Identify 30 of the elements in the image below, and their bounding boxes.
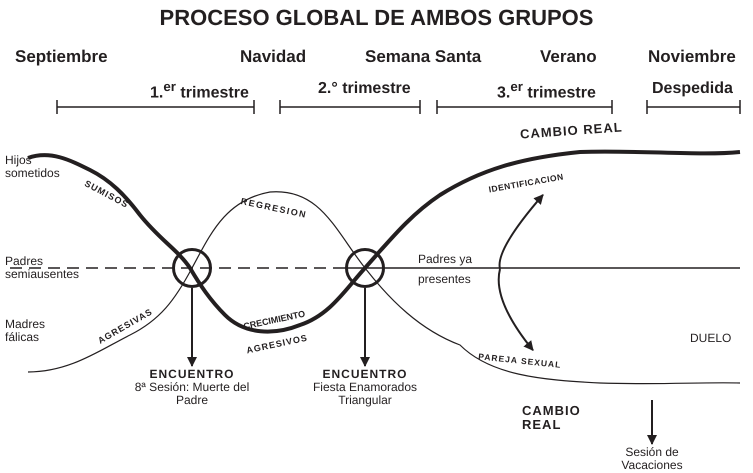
month-label: Verano — [540, 48, 597, 67]
event-caption: Sesión de Vacaciones — [612, 446, 692, 472]
event-heading: ENCUENTRO — [148, 368, 236, 382]
arrow — [187, 288, 197, 367]
state-label: DUELO — [690, 332, 732, 346]
period-label: Despedida — [652, 80, 733, 98]
encounter-circle — [172, 248, 212, 288]
event-caption: Fiesta Enamorados Triangular — [312, 381, 418, 408]
month-label: Navidad — [240, 48, 306, 67]
period-label: 2.° trimestre — [318, 80, 411, 98]
curve-label: PAREJA SEXUAL — [478, 352, 588, 374]
period-label: 1.$^{er}$ trimestre — [150, 80, 249, 102]
month-label: Septiembre — [15, 48, 108, 67]
arrow — [498, 194, 544, 270]
title: PROCESO GLOBAL DE AMBOS GRUPOS — [158, 6, 594, 30]
period-label: 3.$^{er}$ trimestre — [497, 80, 596, 102]
state-label: CAMBIO REAL — [522, 404, 582, 433]
event-heading: ENCUENTRO — [321, 368, 408, 382]
event-caption: 8ª Sesión: Muerte del Padre — [134, 381, 250, 408]
arrow — [647, 400, 657, 445]
curve-label: CAMBIO REAL — [520, 120, 624, 142]
month-label: Semana Santa — [365, 48, 482, 67]
encounter-circle — [345, 248, 385, 288]
arrow — [498, 268, 534, 352]
row-label: Padres ya presentes — [418, 249, 498, 289]
row-label: Padres semiausentes — [5, 255, 80, 282]
row-label: Madres fálicas — [5, 318, 46, 344]
month-label: Noviembre — [648, 48, 736, 67]
arrow — [360, 288, 370, 367]
row-label: Hijos sometidos — [5, 154, 61, 180]
